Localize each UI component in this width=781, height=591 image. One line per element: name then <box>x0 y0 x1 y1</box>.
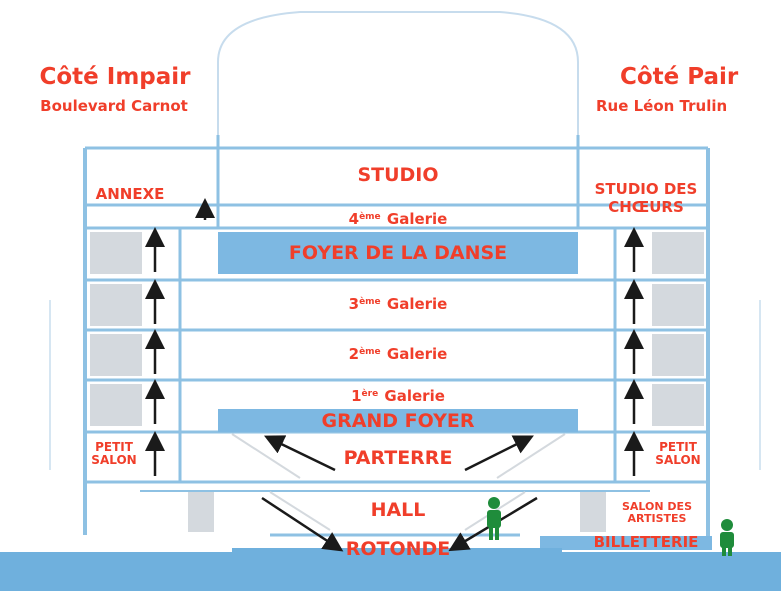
grand-foyer-fill <box>218 409 578 432</box>
ground-base <box>232 548 562 554</box>
room-annexe: ANNEXE <box>95 185 165 203</box>
room-studio: STUDIO <box>357 164 439 186</box>
gallery-4: 4ème Galerie <box>348 210 448 228</box>
arrow-diag <box>261 496 344 552</box>
dome-outline <box>217 11 579 145</box>
right-side-subtitle: Rue Léon Trulin <box>596 99 728 114</box>
left-stairs <box>90 232 214 532</box>
room-petit-salon-left: PETIT SALON <box>91 440 137 467</box>
left-side-subtitle: Boulevard Carnot <box>40 97 188 115</box>
person-icon <box>487 497 501 540</box>
parterre-slope-right <box>496 433 566 479</box>
arrow-diag <box>263 435 336 472</box>
room-parterre: PARTERRE <box>343 447 453 469</box>
parterre-slope-left <box>231 433 301 479</box>
billetterie-strip <box>540 536 712 550</box>
person-icon <box>720 519 734 556</box>
room-studio-des-choeurs: STUDIO DES CHŒURS <box>594 180 698 216</box>
right-side-title: Côté Pair <box>620 64 739 90</box>
left-side-title: Côté Impair <box>39 64 191 90</box>
room-billetterie: BILLETTERIE <box>593 533 699 551</box>
foyer-danse-fill <box>218 232 578 274</box>
room-grand-foyer: GRAND FOYER <box>321 410 475 432</box>
arrow-diag <box>464 435 534 472</box>
room-salon-des-artistes: SALON DES ARTISTES <box>621 500 692 525</box>
gallery-1: 1ère Galerie <box>351 387 445 405</box>
ground <box>0 552 781 591</box>
gallery-3: 3ème Galerie <box>348 295 448 313</box>
room-foyer-de-la-danse: FOYER DE LA DANSE <box>288 242 508 264</box>
gallery-2: 2ème Galerie <box>348 345 448 363</box>
room-hall: HALL <box>370 499 426 521</box>
right-stairs <box>580 232 704 532</box>
room-rotonde: ROTONDE <box>345 538 451 560</box>
rotonde-slope-left <box>269 491 331 531</box>
room-petit-salon-right: PETIT SALON <box>655 440 701 467</box>
